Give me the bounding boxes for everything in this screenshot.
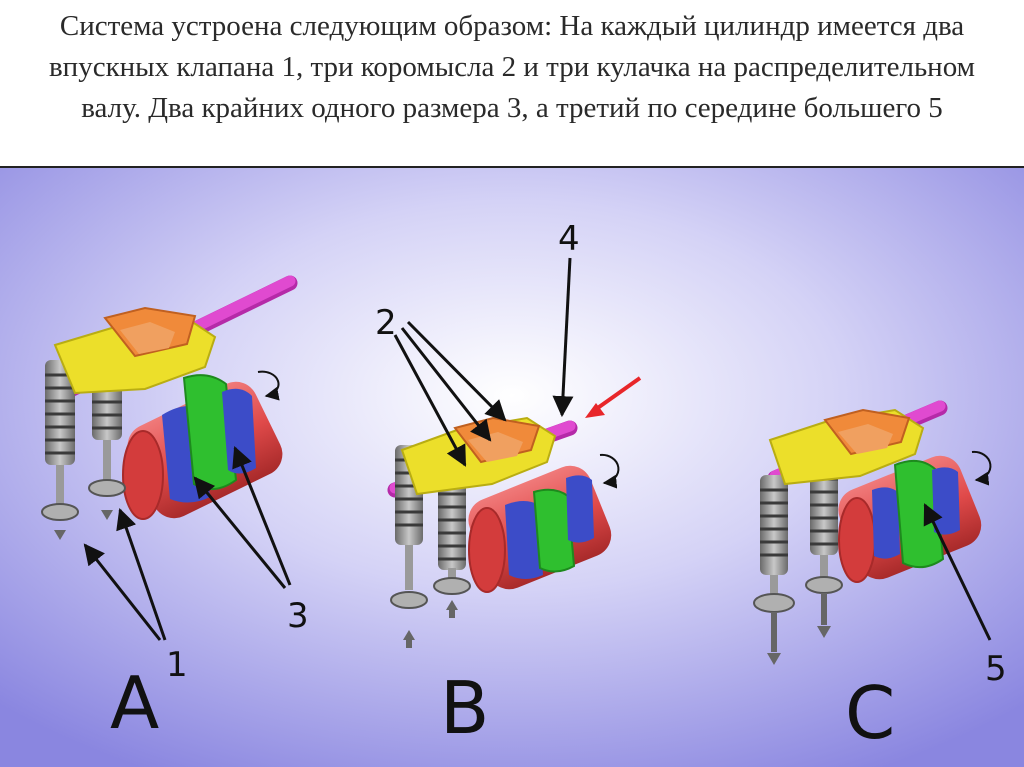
valve [805,465,843,638]
caption-text: Система устроена следующим образом: На к… [0,0,1024,166]
label-5: 5 [985,649,1007,689]
camshaft [468,453,620,593]
cam-outer [932,467,960,535]
cam-outer [566,475,594,543]
panel-b: 2 4 B [375,219,642,750]
label-4: 4 [558,219,580,259]
panel-c: 5 C [753,400,1007,755]
rocker-arms [768,408,925,486]
cam-outer [872,487,900,559]
camshaft [122,370,283,520]
label-2: 2 [375,303,397,343]
red-pointer-arrow [590,376,642,414]
panel-letter-c: C [845,671,895,755]
panel-letter-a: A [110,661,159,745]
valve [41,360,79,540]
rocker-arms [53,306,217,395]
valve [433,480,471,618]
panel-letter-b: B [440,666,489,750]
label-1: 1 [166,645,188,685]
cam-middle [532,488,576,573]
valve [753,475,795,665]
cam-outer [505,501,543,579]
cam-middle [893,459,945,569]
caption-divider [0,166,1024,168]
panel-a: 1 3 A [41,275,309,745]
label-3: 3 [287,596,309,636]
valve-train-diagram: 1 3 A [0,168,1024,767]
